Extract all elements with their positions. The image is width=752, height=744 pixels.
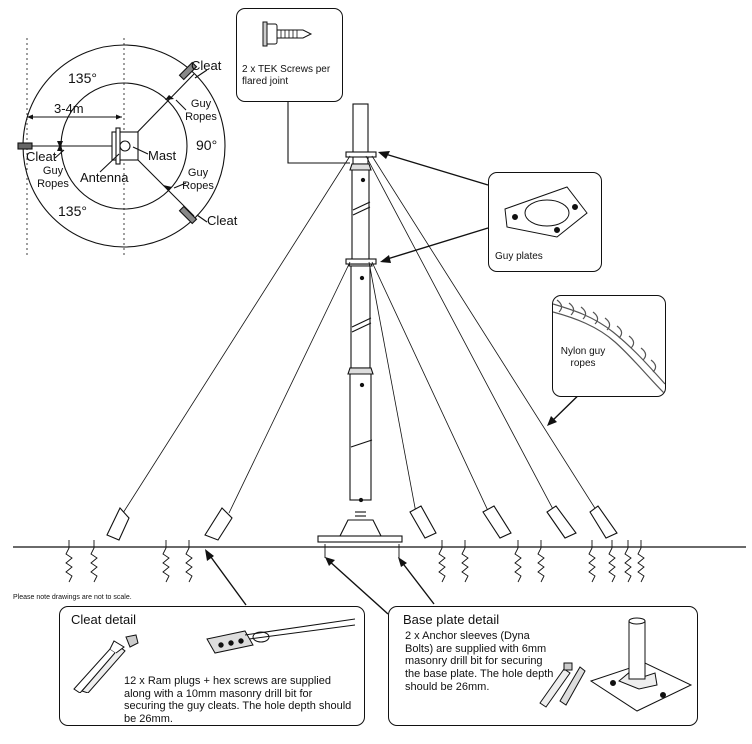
cleat-detail-panel: Cleat detail 12 x Ram plugs + hex screws… bbox=[59, 606, 365, 726]
guy-plates-text: Guy plates bbox=[495, 251, 543, 262]
guy-plate-icon bbox=[504, 186, 588, 238]
tek-screws-text: 2 x TEK Screws per flared joint bbox=[242, 64, 331, 87]
base-plate-detail-panel: Base plate detail 2 x Anchor sleeves (Dy… bbox=[388, 606, 698, 726]
cleat-plate-icon bbox=[206, 618, 355, 654]
nylon-ropes-callout: Nylon guy ropes bbox=[552, 295, 666, 397]
base-plate-icon bbox=[589, 617, 693, 712]
base-plate-detail-title: Base plate detail bbox=[403, 612, 500, 627]
cleat-top-icon bbox=[178, 61, 198, 81]
angle-label-top-left: 135° bbox=[68, 70, 97, 86]
cleat-detail-title: Cleat detail bbox=[71, 612, 137, 627]
antenna-label: Antenna bbox=[80, 170, 129, 185]
mast bbox=[317, 103, 403, 543]
base-plate-detail-text: 2 x Anchor sleeves (Dyna Bolts) are supp… bbox=[405, 630, 554, 693]
rope-icon bbox=[553, 299, 665, 395]
cleat-detail-text: 12 x Ram plugs + hex screws are supplied… bbox=[124, 675, 352, 725]
angle-label-right: 90° bbox=[196, 137, 218, 153]
base-plate bbox=[317, 535, 403, 543]
scale-note: Please note drawings are not to scale. bbox=[13, 594, 132, 601]
tek-screw-icon bbox=[262, 21, 313, 47]
guy-ropes bbox=[122, 155, 599, 514]
guy-plate-lower bbox=[345, 258, 377, 265]
ground-cleats bbox=[106, 505, 618, 541]
guy-ropes-label-left: Guy Ropes bbox=[37, 165, 69, 190]
guy-plate-upper bbox=[345, 151, 377, 158]
angle-label-bottom-left: 135° bbox=[58, 203, 87, 219]
ram-plugs-in-ground bbox=[65, 540, 645, 583]
ram-plug-icon bbox=[73, 634, 139, 693]
tek-callout-connector bbox=[287, 101, 350, 164]
mast-label: Mast bbox=[148, 148, 177, 163]
cleat-label-bottom: Cleat bbox=[207, 213, 238, 228]
cleat-label-left: Cleat bbox=[26, 149, 57, 164]
nylon-ropes-text: Nylon guy ropes bbox=[557, 346, 609, 369]
guy-ropes-label-right: Guy Ropes bbox=[182, 167, 214, 192]
guy-plates-callout: Guy plates bbox=[488, 172, 602, 272]
plan-view bbox=[17, 38, 226, 258]
cleat-left-icon bbox=[17, 142, 33, 150]
tek-screws-callout: 2 x TEK Screws per flared joint bbox=[236, 8, 343, 102]
anchor-sleeve-icon bbox=[539, 662, 586, 708]
distance-label: 3-4m bbox=[54, 101, 84, 116]
pointer-arrows bbox=[205, 151, 593, 615]
cleat-label-top: Cleat bbox=[191, 58, 222, 73]
guy-ropes-label-top: Guy Ropes bbox=[185, 98, 217, 123]
cleat-bottom-icon bbox=[178, 205, 198, 225]
